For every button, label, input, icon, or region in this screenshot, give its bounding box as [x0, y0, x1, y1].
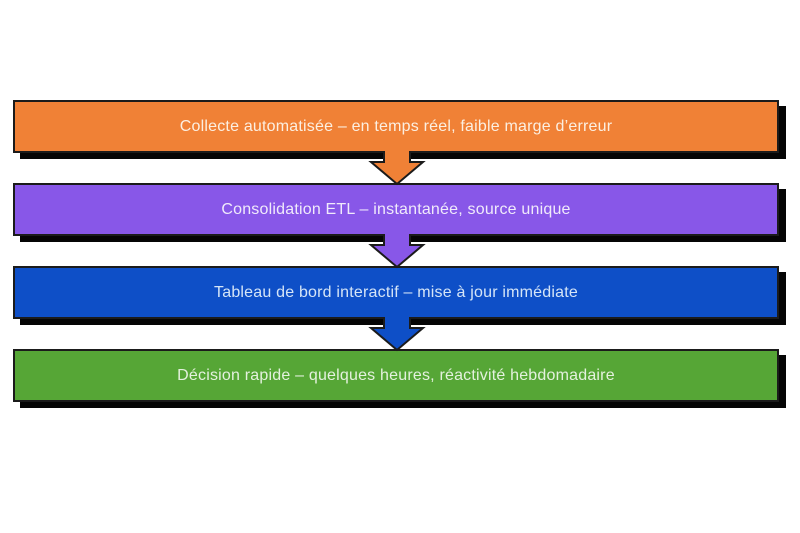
down-arrow-icon	[368, 234, 426, 269]
flow-step-label: Consolidation ETL – instantanée, source …	[221, 200, 571, 218]
flow-step-tableau-de-bord: Tableau de bord interactif – mise à jour…	[13, 266, 779, 319]
down-arrow-icon	[368, 317, 426, 352]
flow-step-label: Tableau de bord interactif – mise à jour…	[214, 283, 578, 301]
flow-step-collecte: Collecte automatisée – en temps réel, fa…	[13, 100, 779, 153]
flow-step-label: Collecte automatisée – en temps réel, fa…	[179, 117, 613, 135]
flow-step-decision: Décision rapide – quelques heures, réact…	[13, 349, 779, 402]
flow-step-consolidation: Consolidation ETL – instantanée, source …	[13, 183, 779, 236]
flow-step-label: Décision rapide – quelques heures, réact…	[177, 366, 615, 384]
down-arrow-icon	[368, 151, 426, 186]
